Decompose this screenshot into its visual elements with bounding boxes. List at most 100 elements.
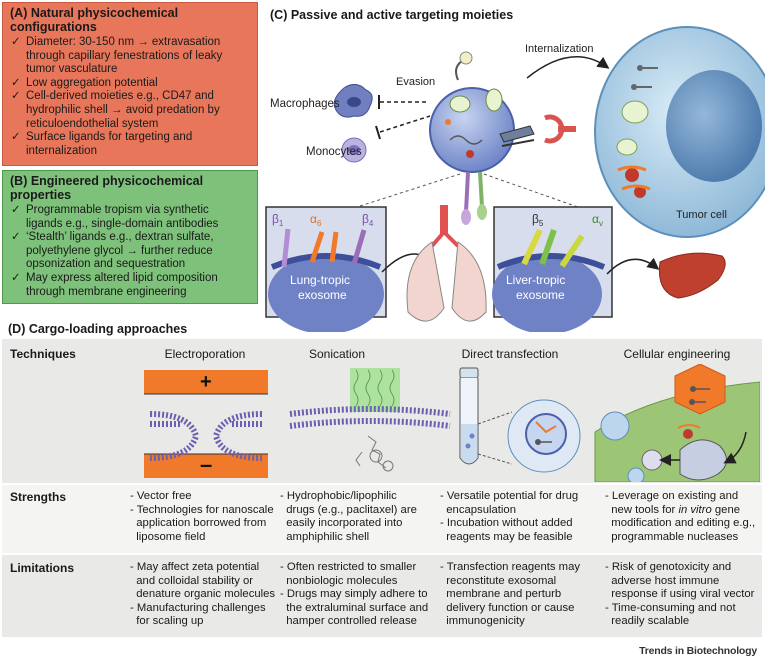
limitations-row: [2, 555, 762, 637]
checklist-line: Cell-derived moieties e.g., CD47 and: [26, 90, 214, 103]
checklist-line: Surface ligands for targeting and: [26, 131, 193, 144]
negative-electrode-sign: –: [200, 452, 212, 477]
panel-d-title: (D) Cargo-loading approaches: [8, 322, 188, 336]
checklist-line: ligands e.g., single-domain antibodies: [26, 217, 219, 230]
checkmark-icon: ✓: [11, 36, 21, 48]
lung-exosome-label-2: exosome: [298, 288, 347, 302]
sonication-illustration: [289, 368, 451, 472]
electroporation-strengths: - Vector free- Technologies for nanoscal…: [130, 490, 280, 544]
row-label-techniques: Techniques: [10, 347, 76, 361]
cell-line: delivery function or cause: [440, 601, 575, 614]
checklist-line: reticuloendothelial system: [26, 117, 159, 130]
monocytes-label: Monocytes: [306, 146, 362, 158]
cell-line: nonbiologic molecules: [280, 574, 398, 587]
cell-line: - Manufacturing challenges: [130, 601, 266, 614]
positive-electrode-sign: +: [200, 371, 212, 393]
cell-line: immunogenicity: [440, 615, 525, 628]
direct-transfection-illustration: [459, 367, 581, 473]
technique-illustrations: + –: [144, 364, 760, 482]
cell-line: readily scalable: [605, 615, 690, 628]
direct-transfection-limitations: - Transfection reagents may reconstitute…: [440, 561, 600, 629]
panel-a-title: (A) Natural physicochemical configuratio…: [10, 6, 179, 34]
cell-line: programmable nucleases: [605, 530, 739, 543]
checkmark-icon: ✓: [11, 90, 21, 103]
checklist-line: ‘Stealth’ ligands e.g., dextran sulfate,: [26, 231, 214, 244]
journal-footer: Trends in Biotechnology: [639, 645, 757, 657]
cell-line: - Transfection reagents may: [440, 561, 581, 573]
cell-line: adverse host immune: [605, 574, 720, 587]
cellular-engineering-illustration: [594, 364, 760, 482]
cell-line: membrane and perturb: [440, 588, 562, 601]
cell-line: - Incubation without added: [440, 517, 573, 530]
liver-exosome-label-1: Liver-tropic: [506, 273, 565, 287]
cell-line: hamper controlled release: [280, 615, 417, 628]
tumor-cell-label: Tumor cell: [676, 209, 727, 221]
checklist-line: internalization: [26, 144, 97, 157]
cell-line: for scaling up: [130, 615, 204, 628]
strengths-row: [2, 485, 762, 553]
cell-line: modification and editing e.g.,: [605, 517, 756, 530]
cell-line: the extraluminal surface and: [280, 601, 429, 614]
cell-line: - Versatile potential for drug: [440, 490, 579, 502]
cell-line: - Risk of genotoxicity and: [605, 561, 732, 573]
col-direct-transfection: Direct transfection: [461, 347, 559, 361]
cell-line: drugs (e.g., paclitaxel) are: [280, 503, 417, 516]
targeting-illustration: Tumor cell Internalization Evasion Macro…: [265, 26, 765, 332]
checklist-line: Diameter: 30-150 nm → extravasation: [26, 36, 221, 48]
checklist-line: Low aggregation potential: [26, 76, 158, 89]
liver-exosome-label-2: exosome: [516, 288, 565, 302]
col-sonication: Sonication: [308, 347, 366, 361]
cell-line: reconstitute exosomal: [440, 574, 557, 587]
checkmark-icon: ✓: [11, 131, 21, 144]
cellular-engineering-strengths: - Leverage on existing and new tools for…: [605, 490, 760, 544]
sonication-limitations: - Often restricted to smaller nonbiologi…: [280, 561, 440, 629]
checklist-line: polyethylene glycol → further reduce: [26, 244, 213, 257]
cell-line: liposome field: [130, 530, 206, 543]
row-label-strengths: Strengths: [10, 490, 67, 504]
cell-line: - Hydrophobic/lipophilic: [280, 490, 397, 502]
checklist-line: hydrophilic shell → avoid predation by: [26, 103, 220, 116]
alpha6-label: α6: [310, 212, 322, 228]
beta4-label: β4: [362, 212, 374, 228]
electroporation-illustration: [144, 370, 268, 478]
row-label-limitations: Limitations: [10, 561, 75, 575]
electroporation-limitations: - May affect zeta potential and colloida…: [130, 561, 280, 629]
checklist-line: through membrane engineering: [26, 285, 187, 298]
cell-line: - Vector free: [130, 490, 192, 502]
cell-line: - Leverage on existing and: [605, 490, 739, 502]
panel-b-title: (B) Engineered physicochemical propertie…: [10, 174, 204, 202]
sonication-strengths: - Hydrophobic/lipophilic drugs (e.g., pa…: [280, 490, 440, 544]
internalization-label: Internalization: [525, 43, 594, 55]
panel-c-title: (C) Passive and active targeting moietie…: [270, 8, 514, 22]
lung-icon: [406, 205, 487, 322]
cell-line: - May affect zeta potential: [130, 561, 260, 573]
checkmark-icon: ✓: [11, 271, 21, 284]
cell-line: - Time-consuming and not: [605, 601, 736, 614]
direct-transfection-strengths: - Versatile potential for drug encapsula…: [440, 490, 590, 544]
cell-line: new tools for in vitro gene: [605, 503, 741, 516]
beta5-label: β5: [532, 212, 544, 228]
checklist-line: tumor vasculature: [26, 63, 118, 76]
checklist-item: ✓‘Stealth’ ligands e.g., dextran sulfate…: [11, 231, 253, 272]
col-electroporation: Electroporation: [164, 347, 246, 361]
macrophage-icon: [333, 84, 373, 118]
checklist-line: through capillary fenestrations of leaky: [26, 49, 223, 62]
beta1-label: β1: [272, 212, 284, 228]
col-cellular-engineering: Cellular engineering: [623, 347, 731, 361]
cell-line: - Often restricted to smaller: [280, 561, 417, 573]
cell-line: easily incorporated into: [280, 517, 403, 530]
cell-line: - Technologies for nanoscale: [130, 503, 274, 516]
internalization-arrow: [526, 56, 610, 79]
tumor-cell: [594, 26, 765, 238]
checklist-line: May express altered lipid composition: [26, 271, 218, 284]
liver-tropic-exosome-zoom: [492, 206, 613, 332]
cell-line: application borrowed from: [130, 517, 267, 530]
cell-line: response if using viral vector: [605, 588, 755, 601]
checklist-item: ✓Low aggregation potential: [11, 77, 253, 91]
